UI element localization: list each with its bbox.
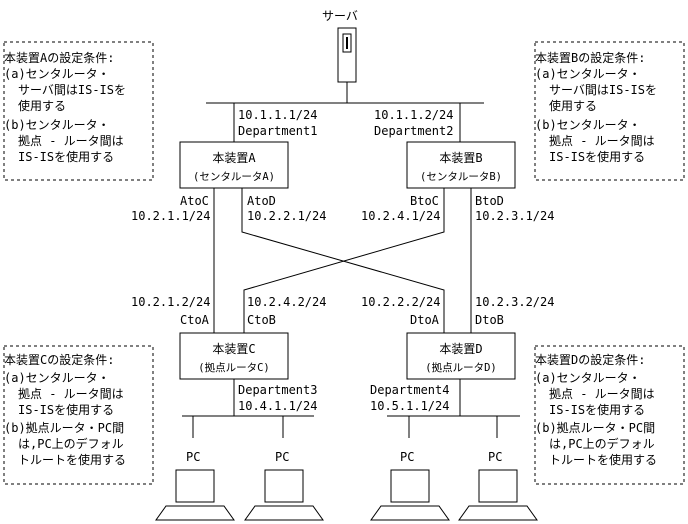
- note-b-line: (b)センタルータ・: [535, 118, 641, 132]
- btoc-name: BtoC: [410, 194, 439, 208]
- note-a-title: 本装置Aの設定条件:: [4, 50, 114, 65]
- note-b-line: IS-ISを使用する: [549, 149, 645, 164]
- note-d-line: は,PC上のデフォル: [549, 436, 655, 451]
- department3-name: Department3: [238, 383, 317, 397]
- note-a-line: (b)センタルータ・: [4, 118, 110, 132]
- atod-ip: 10.2.2.1/24: [247, 209, 326, 223]
- pc-label: PC: [488, 450, 502, 464]
- ctoa-name: CtoA: [180, 313, 210, 327]
- server-label: サーバ: [322, 9, 358, 23]
- note-a-line: 拠点 - ルータ間は: [18, 134, 124, 148]
- note-c-line: IS-ISを使用する: [18, 402, 114, 417]
- note-b-title: 本装置Bの設定条件:: [535, 50, 645, 65]
- router-d-role: (拠点ルータD): [425, 361, 496, 374]
- note-c-line: 拠点 - ルータ間は: [18, 387, 124, 401]
- pc-icon: [458, 469, 538, 521]
- department1-ip: 10.1.1.1/24: [238, 108, 317, 122]
- ctob-ip: 10.2.4.2/24: [247, 295, 326, 309]
- note-c-title: 本装置Cの設定条件:: [4, 352, 114, 367]
- dtoa-ip: 10.2.2.2/24: [361, 295, 440, 309]
- ctob-name: CtoB: [247, 313, 276, 327]
- router-d-name: 本装置D: [439, 342, 482, 356]
- note-a-line: IS-ISを使用する: [18, 149, 114, 164]
- department4-name: Department4: [370, 383, 449, 397]
- router-d-box: [406, 332, 516, 380]
- department3-ip: 10.4.1.1/24: [238, 399, 317, 413]
- btoc-ip: 10.2.4.1/24: [361, 209, 440, 223]
- note-a-box: [3, 41, 154, 181]
- pc-icon: [370, 469, 450, 521]
- note-d-line: IS-ISを使用する: [549, 402, 645, 417]
- note-c-box: [3, 345, 154, 485]
- department2-ip: 10.1.1.2/24: [374, 108, 453, 122]
- department2-name: Department2: [374, 124, 453, 138]
- router-a-role: (センタルータA): [193, 171, 275, 183]
- btod-ip: 10.2.3.1/24: [475, 209, 554, 223]
- atod-name: AtoD: [247, 194, 276, 208]
- router-b-box: [406, 141, 516, 189]
- pc-label: PC: [275, 450, 289, 464]
- note-c-line: トルートを使用する: [18, 452, 126, 467]
- router-c-name: 本装置C: [212, 342, 255, 356]
- note-b-line: (a)センタルータ・: [535, 67, 641, 81]
- note-d-line: トルートを使用する: [549, 452, 657, 467]
- note-d-box: [534, 345, 685, 485]
- department4-ip: 10.5.1.1/24: [370, 399, 449, 413]
- note-c-line: は,PC上のデフォル: [18, 436, 124, 451]
- note-d-title: 本装置Dの設定条件:: [535, 352, 645, 367]
- note-b-line: 拠点 - ルータ間は: [549, 134, 655, 148]
- note-a-line: サーバ間はIS-ISを: [18, 83, 126, 97]
- note-d-line: 拠点 - ルータ間は: [549, 387, 655, 401]
- atoc-name: AtoC: [180, 194, 209, 208]
- link-b-c: [243, 188, 445, 333]
- dtob-ip: 10.2.3.2/24: [475, 295, 554, 309]
- note-a-line: 使用する: [18, 98, 66, 113]
- dtoa-name: DtoA: [410, 313, 440, 327]
- note-b-box: [534, 41, 685, 181]
- router-c-role: (拠点ルータC): [198, 361, 269, 374]
- note-d-line: (b)拠点ルータ・PC間: [535, 421, 655, 435]
- atoc-ip: 10.2.1.1/24: [131, 209, 210, 223]
- note-b-line: サーバ間はIS-ISを: [549, 83, 657, 97]
- ctoa-ip: 10.2.1.2/24: [131, 295, 210, 309]
- department1-name: Department1: [238, 124, 317, 138]
- pc-icon: [244, 469, 324, 521]
- router-a-box: [179, 141, 289, 189]
- pc-label: PC: [400, 450, 414, 464]
- note-b-line: 使用する: [549, 98, 597, 113]
- router-b-role: (センタルータB): [420, 171, 502, 183]
- server-icon: [337, 27, 357, 83]
- router-a-name: 本装置A: [212, 151, 256, 165]
- pc-label: PC: [186, 450, 200, 464]
- note-c-line: (b)拠点ルータ・PC間: [4, 421, 124, 435]
- router-b-name: 本装置B: [439, 151, 482, 165]
- btod-name: BtoD: [475, 194, 504, 208]
- note-d-line: (a)センタルータ・: [535, 371, 641, 385]
- note-a-line: (a)センタルータ・: [4, 67, 110, 81]
- pc-icon: [155, 469, 235, 521]
- note-c-line: (a)センタルータ・: [4, 371, 110, 385]
- dtob-name: DtoB: [475, 313, 504, 327]
